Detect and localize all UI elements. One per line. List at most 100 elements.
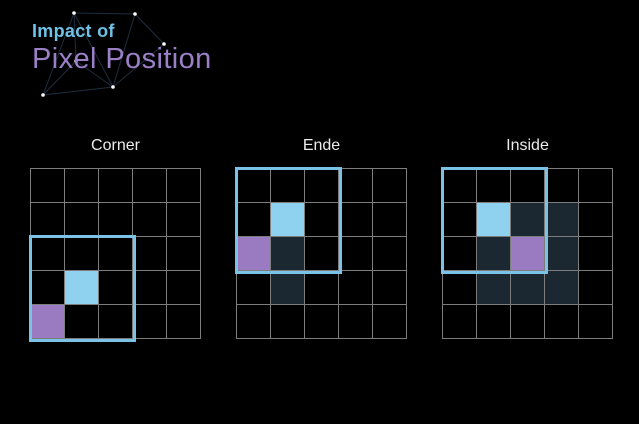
grid-cell [167,203,201,237]
grid-cell-blue [65,271,99,305]
grid-cell [545,305,579,339]
grid-cell [579,169,613,203]
grid-cell-shadow [477,237,511,271]
grid-cell [579,237,613,271]
grid-cell [167,271,201,305]
slide-heading: Impact of Pixel Position [32,21,212,74]
constellation-node [162,42,166,46]
grid-cell [443,169,477,203]
grid-cell [579,305,613,339]
constellation-edge [112,13,136,88]
constellation-edge [42,12,75,96]
grid-cell [477,169,511,203]
grid-cell [339,169,373,203]
grid-cell [305,237,339,271]
grid-cell [339,305,373,339]
grid-cell-purple [237,237,271,271]
title-kicker: Impact of [32,21,115,41]
grid-cell [579,203,613,237]
grid-cell [373,169,407,203]
grid-cell [443,237,477,271]
grid-cell-blue [271,203,305,237]
page-title: Pixel Position [32,42,212,75]
grid-cell [167,305,201,339]
grid-cell [373,237,407,271]
grid-cell [237,203,271,237]
grid-cell [305,169,339,203]
constellation-node [111,85,115,89]
grid-cell-purple [31,305,65,339]
grid-cell [133,237,167,271]
grid-cell [167,169,201,203]
grid-cell [443,271,477,305]
constellation-node [72,11,76,15]
constellation-edge [42,60,77,96]
constellation-node [133,12,137,16]
constellation-edge [134,13,165,45]
grid-cell [99,169,133,203]
grid-cell [373,271,407,305]
constellation-edge [75,60,114,88]
grid-cell [31,169,65,203]
grid-cell [133,271,167,305]
pixel-grid [29,168,201,342]
grid-cell [271,169,305,203]
grid-group-corner: Corner [29,137,201,342]
constellation-node [74,59,78,63]
grid-cell [237,169,271,203]
constellation-edge [112,43,165,88]
grid-cell [511,169,545,203]
grid-cell [339,237,373,271]
constellation-edge [42,86,114,96]
grid-cell [373,305,407,339]
grid-group-ende: Ende [235,137,407,339]
constellation-edge [73,12,114,88]
grid-cell-shadow [545,237,579,271]
grid-cell-blue [477,203,511,237]
grid-cell-shadow [511,203,545,237]
grid-cell [305,305,339,339]
grid-label: Inside [506,137,549,154]
grid-cell-shadow [271,237,305,271]
grid-cell [99,271,133,305]
grid-cell-shadow [477,271,511,305]
grid-cell [477,305,511,339]
pixel-grid [441,167,613,339]
constellation-edge [73,12,77,62]
grid-label: Corner [91,137,140,154]
grid-cell [237,271,271,305]
grid-cell [31,237,65,271]
grid-cell [31,271,65,305]
grid-cell [65,169,99,203]
grid-cell [99,203,133,237]
grid-cell [339,271,373,305]
grid-cell [511,305,545,339]
grid-cell [65,237,99,271]
pixel-grid [235,167,407,339]
grid-cell [237,305,271,339]
grid-cell [305,203,339,237]
grid-cell [99,305,133,339]
grid-cell [305,271,339,305]
grid-cell [167,237,201,271]
grid-cell [373,203,407,237]
grid-cell [579,271,613,305]
constellation-edge [73,12,136,15]
grid-cell [443,203,477,237]
grid-cell [271,305,305,339]
grid-cell [545,169,579,203]
grid-cell-shadow [545,203,579,237]
grid-cell-shadow [545,271,579,305]
network-constellation-decoration [41,11,166,97]
grid-cell [339,203,373,237]
grid-group-inside: Inside [441,137,613,339]
grid-cell [133,203,167,237]
grid-cell [31,203,65,237]
grid-cell [65,305,99,339]
grid-label: Ende [302,137,341,154]
grid-cell [133,169,167,203]
grid-cell-purple [511,237,545,271]
grid-cell-shadow [511,271,545,305]
grid-cell [99,237,133,271]
